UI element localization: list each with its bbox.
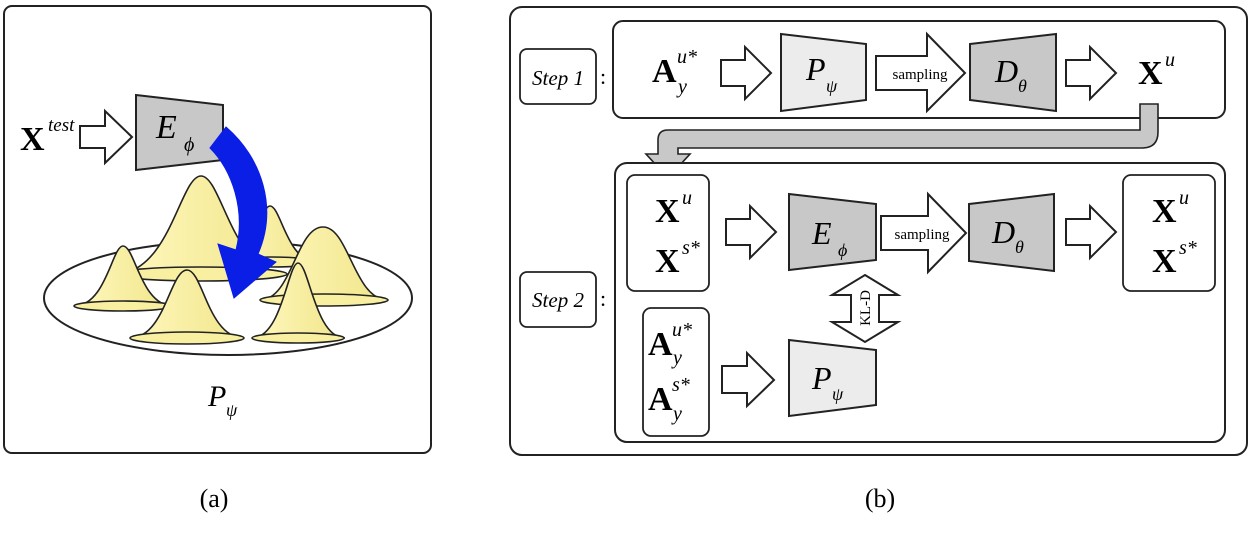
- step2-input-box: [626, 174, 710, 292]
- step1-arrow-1: [720, 44, 773, 102]
- panel-a-caption: (a): [200, 484, 229, 513]
- gaussian-cone: [129, 269, 245, 345]
- step2-encoder-block: [788, 192, 877, 272]
- step2-input-sup-1: u: [682, 187, 692, 209]
- step1-arrow-2: [1065, 44, 1118, 102]
- panel-a-encoder-block: [135, 93, 224, 172]
- panel-a-input-arrow: [79, 108, 134, 166]
- step1-prior-label: P: [805, 51, 826, 87]
- step2-output-sup-1: u: [1179, 187, 1189, 209]
- step2-label-box: [519, 271, 597, 328]
- kl-divergence-arrow: [828, 273, 902, 344]
- step2-arrow-3: [721, 350, 776, 409]
- step2-attr-sub-2: y: [671, 403, 682, 425]
- step2-attr-sub-1: y: [671, 347, 682, 369]
- step2-input-var-2: X: [655, 243, 680, 280]
- step2-encoder-sub: ϕ: [838, 240, 847, 260]
- step2-prior-label: P: [811, 360, 832, 396]
- step2-output-var-1: X: [1152, 193, 1177, 230]
- step1-decoder-sub: θ: [1018, 76, 1027, 96]
- step1-label-box: [519, 48, 597, 105]
- gaussian-cone: [251, 262, 346, 344]
- step2-sampling-arrow: [880, 191, 968, 275]
- step2-arrow-1: [725, 203, 778, 261]
- step1-input-sub: y: [676, 76, 687, 98]
- panel-a-input-sup: test: [48, 115, 75, 136]
- panel-a-encoder-label: E: [155, 109, 177, 146]
- step1-label: Step 1: [532, 66, 584, 90]
- step1-prior-sub: ψ: [826, 76, 838, 96]
- step1-sampling-arrow: [875, 31, 967, 114]
- step2-input-var-1: X: [655, 193, 680, 230]
- step1-sampling-label: sampling: [893, 67, 948, 83]
- step2-attr-sup-1: u*: [672, 319, 692, 341]
- step2-arrow-2: [1065, 203, 1118, 261]
- step1-decoder-label: D: [994, 53, 1018, 89]
- step2-colon: :: [600, 286, 606, 311]
- step2-decoder-sub: θ: [1015, 237, 1024, 257]
- step2-attr-var-1: A: [648, 326, 673, 363]
- panel-a-encoder-sub: ϕ: [184, 134, 194, 156]
- step2-input-sup-2: s*: [682, 237, 700, 259]
- step2-attr-box: [642, 307, 710, 437]
- step1-prior-block: [780, 32, 867, 113]
- step2-output-sup-2: s*: [1179, 237, 1197, 259]
- step1-input-var: A: [652, 53, 677, 90]
- step2-output-var-2: X: [1152, 243, 1177, 280]
- step1-output-sup: u: [1165, 49, 1175, 71]
- step2-output-box: [1122, 174, 1216, 292]
- panel-b-caption: (b): [865, 484, 895, 513]
- panel-a-prior-sub: ψ: [226, 400, 238, 420]
- step2-encoder-label: E: [811, 215, 832, 251]
- step1-decoder-block: [969, 32, 1057, 113]
- step2-sampling-label: sampling: [895, 227, 950, 243]
- kl-divergence-label: KL-D: [858, 290, 874, 326]
- step1-input-sup: u*: [677, 46, 697, 68]
- step2-decoder-label: D: [991, 214, 1015, 250]
- panel-a-input-var: X: [20, 121, 45, 158]
- step2-decoder-block: [968, 192, 1055, 273]
- panel-a-prior-label: P: [207, 380, 226, 413]
- step2-label: Step 2: [532, 288, 584, 312]
- step2-prior-block: [788, 338, 877, 418]
- step1-output-var: X: [1138, 55, 1163, 92]
- step2-attr-var-2: A: [648, 381, 673, 418]
- step1-colon: :: [600, 64, 606, 89]
- encode-to-prior-arrow: [209, 126, 277, 299]
- step2-attr-sup-2: s*: [672, 374, 690, 396]
- step2-prior-sub: ψ: [832, 384, 844, 404]
